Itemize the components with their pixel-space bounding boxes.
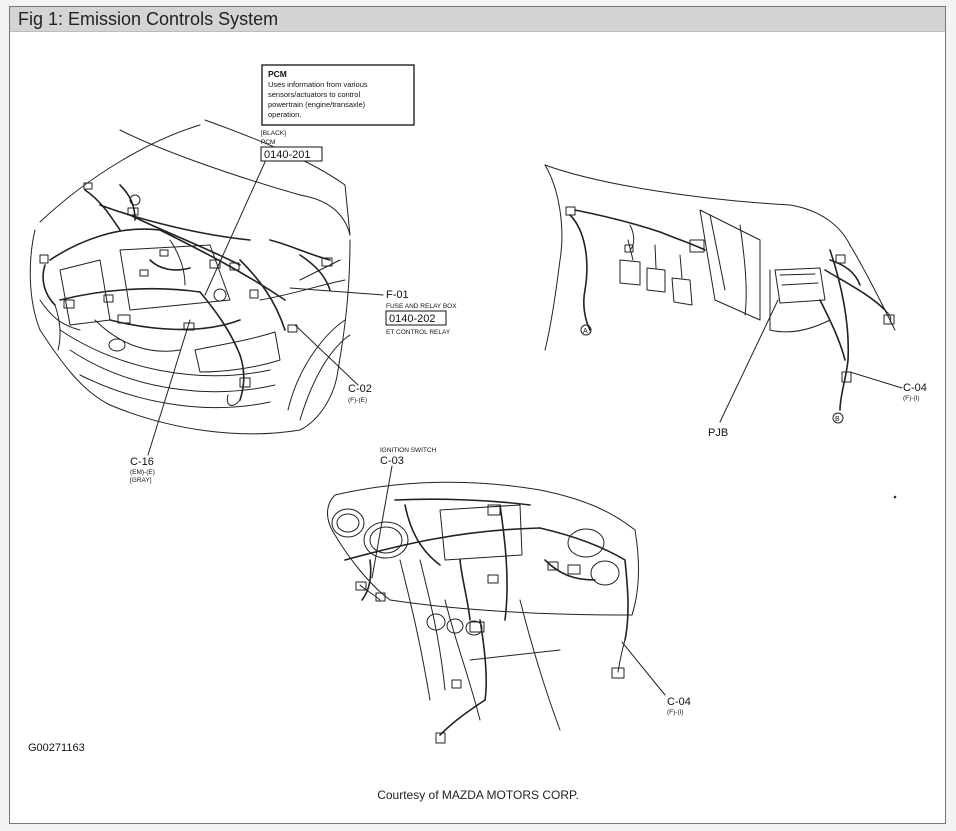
pcm-connector-code: 0140-201: [264, 149, 311, 161]
f01-code: 0140-202: [389, 313, 436, 325]
pcm-connector-color: [BLACK]: [261, 130, 286, 137]
pcm-box-line-3: powertrain (engine/transaxle): [268, 100, 366, 109]
c02-label: C-02 (F)-(E): [348, 383, 372, 404]
c03-name: IGNITION SWITCH: [380, 447, 437, 454]
c16-id: C-16: [130, 456, 154, 468]
c02-pos: (F)-(E): [348, 397, 367, 404]
figure-title: Fig 1: Emission Controls System: [18, 9, 279, 29]
c02-id: C-02: [348, 383, 372, 395]
c04-bottom-label: C-04 (F)-(I): [667, 696, 691, 716]
f01-id: F-01: [386, 289, 409, 301]
pcm-box-heading: PCM: [268, 69, 287, 79]
engine-bay-illustration: [29, 119, 384, 456]
marker-a: A: [583, 328, 588, 335]
c04-top-pos: (F)-(I): [903, 395, 920, 402]
c16-pos: (EM)-(E): [130, 469, 155, 476]
pcm-box-line-4: operation.: [268, 110, 301, 119]
c04-top-label: C-04 (F)-(I): [903, 382, 927, 402]
figure-titlebar: Fig 1: Emission Controls System: [10, 7, 945, 32]
pcm-box-line-2: sensors/actuators to control: [268, 90, 360, 99]
c04-bottom-pos: (F)-(I): [667, 709, 684, 716]
interior-pjb-illustration: [544, 164, 903, 499]
c16-color: [GRAY]: [130, 477, 152, 484]
c03-label: IGNITION SWITCH C-03: [380, 447, 437, 467]
figure-frame: Fig 1: Emission Controls System: [9, 6, 946, 824]
c03-id: C-03: [380, 455, 404, 467]
c04-bottom-id: C-04: [667, 696, 691, 708]
figure-id: G00271163: [28, 742, 85, 754]
courtesy-text: Courtesy of MAZDA MOTORS CORP.: [377, 788, 579, 802]
f01-label: F-01 FUSE AND RELAY BOX 0140-202 ET CONT…: [385, 289, 457, 336]
pjb-label: PJB: [708, 427, 728, 439]
pcm-box-line-1: Uses information from various: [268, 80, 368, 89]
f01-name: FUSE AND RELAY BOX: [386, 303, 457, 310]
instrument-panel-illustration: [327, 465, 666, 744]
marker-b: B: [835, 416, 840, 423]
pcm-callout-box: PCM Uses information from various sensor…: [261, 64, 415, 126]
c16-label: C-16 (EM)-(E) [GRAY]: [130, 456, 155, 484]
c04-top-id: C-04: [903, 382, 927, 394]
f01-sub: ET CONTROL RELAY: [386, 329, 451, 336]
pcm-connector-name: PCM: [261, 139, 275, 146]
pcm-connector-label: [BLACK] PCM 0140-201: [260, 130, 323, 162]
